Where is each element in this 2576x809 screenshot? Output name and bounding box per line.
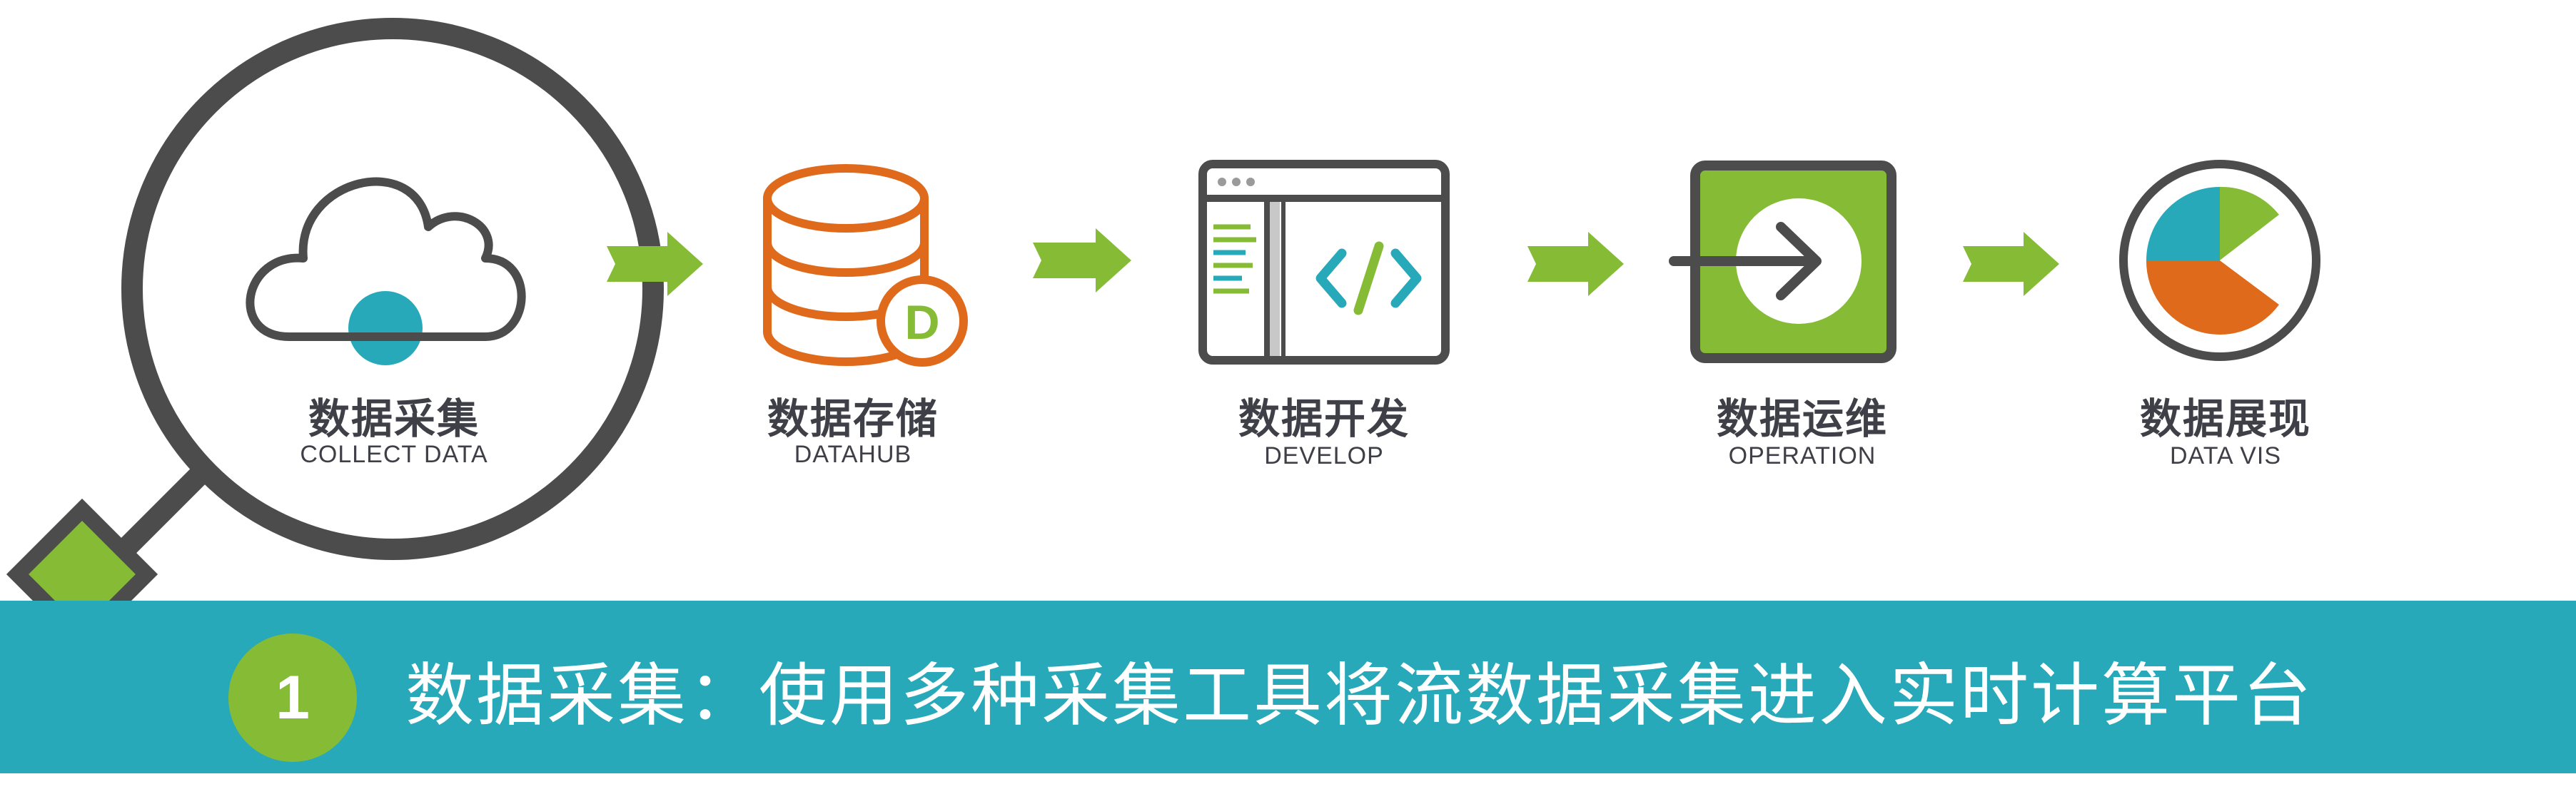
pie-chart-icon xyxy=(2119,160,2320,361)
datahub-badge-icon: D xyxy=(877,275,968,367)
stage-subtitle-storage: DATAHUB xyxy=(794,441,912,468)
stage-subtitle-develop: DEVELOP xyxy=(1264,442,1384,469)
step-caption: 数据采集：使用多种采集工具将流数据采集进入实时计算平台 xyxy=(405,656,2313,736)
stage-title-storage: 数据存储 xyxy=(767,395,939,443)
flow-arrow-2 xyxy=(1033,228,1131,292)
flow-arrow-1 xyxy=(607,232,703,296)
step-number-badge: 1 xyxy=(228,634,357,762)
stage-subtitle-visualize: DATA VIS xyxy=(2169,442,2282,469)
code-editor-icon xyxy=(1198,160,1450,365)
sign-in-arrow-icon xyxy=(1669,161,1896,363)
stage-title-visualize: 数据展现 xyxy=(2139,395,2312,443)
caption-banner xyxy=(0,601,2576,773)
flow-arrow-4 xyxy=(1963,232,2059,296)
stage-title-develop: 数据开发 xyxy=(1238,395,1410,443)
stage-title-operation: 数据运维 xyxy=(1716,395,1889,443)
flow-arrow-3 xyxy=(1527,232,1624,296)
stage-subtitle-operation: OPERATION xyxy=(1728,442,1877,469)
cloud-upload-icon xyxy=(246,177,526,365)
stage-title-collect: 数据采集 xyxy=(308,395,480,443)
stage-subtitle-collect: COLLECT DATA xyxy=(300,441,488,468)
datahub-badge-letter: D xyxy=(904,295,939,350)
